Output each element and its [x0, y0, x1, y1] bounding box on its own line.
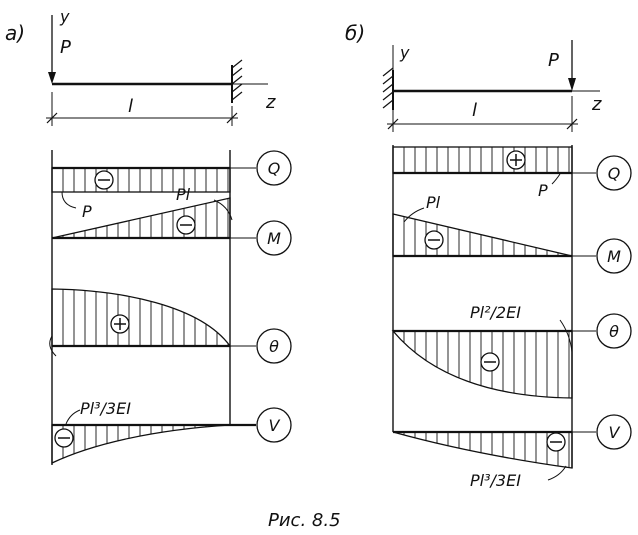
panel-b-axis-z: z: [591, 94, 602, 115]
panel-b-m-value: Pl: [426, 193, 441, 212]
panel-b-theta-value: Pl²/2EI: [470, 303, 521, 322]
panel-b-theta-badge: [596, 313, 632, 349]
panel-a-force-label: P: [60, 37, 71, 58]
panel-b-length-label: l: [472, 100, 477, 121]
panel-b-force-label: P: [548, 50, 559, 71]
panel-a-v-name: V: [269, 416, 281, 435]
panel-b-v-badge: [596, 414, 632, 450]
panel-b: б) y z P l: [345, 21, 632, 490]
panel-b-q-name: Q: [608, 164, 621, 183]
panel-b-v-hatching: [403, 432, 570, 468]
panel-a-v-value: Pl³/3EI: [80, 399, 131, 418]
panel-b-q-value: P: [538, 181, 548, 200]
panel-a-q-badge: [256, 150, 292, 186]
panel-a-m-hatching: [62, 198, 229, 238]
panel-a-q-diagram: P Q: [51, 150, 292, 221]
panel-b-theta-diagram: Pl²/2EI θ: [391, 303, 632, 399]
panel-b-q-badge: [596, 155, 632, 191]
panel-a-label: а): [5, 21, 25, 45]
panel-a-v-hatching: [62, 425, 229, 459]
panel-a-v-badge: [256, 407, 292, 443]
panel-a-q-hatching: [62, 168, 229, 192]
panel-a-theta-diagram: θ: [49, 288, 292, 364]
panel-b-q-hatching: [403, 147, 570, 173]
panel-a-theta-badge: [256, 328, 292, 364]
panel-b-v-value: Pl³/3EI: [470, 471, 521, 490]
panel-a-axis-z: z: [265, 92, 276, 113]
panel-a-q-value: P: [82, 202, 92, 221]
panel-a-q-name: Q: [268, 159, 281, 178]
panel-a-force-arrowhead: [48, 72, 56, 84]
panel-a-m-badge: [256, 220, 292, 256]
panel-a-axis-y: y: [59, 7, 70, 26]
panel-b-q-diagram: P Q: [392, 146, 632, 200]
panel-a-theta-hatching: [62, 289, 229, 346]
panel-b-m-badge: [596, 238, 632, 274]
panel-a: а) y P z l: [5, 7, 292, 465]
panel-b-theta-hatching: [403, 331, 570, 398]
panel-b-force-arrowhead: [568, 78, 576, 91]
panel-b-v-diagram: Pl³/3EI V: [392, 414, 632, 490]
panel-a-support-hatch: [231, 59, 243, 101]
panel-a-m-value: Pl: [176, 185, 191, 204]
panel-b-v-name: V: [609, 423, 621, 442]
panel-a-length-label: l: [128, 96, 133, 117]
panel-b-m-diagram: Pl M: [392, 193, 632, 274]
figure-caption: Рис. 8.5: [268, 510, 341, 531]
panel-b-support-hatch: [382, 67, 394, 109]
panel-a-theta-name: θ: [269, 337, 279, 356]
panel-b-axis-y: y: [399, 43, 410, 62]
panel-b-theta-name: θ: [609, 322, 619, 341]
panel-b-label: б): [345, 21, 365, 45]
panel-b-m-name: M: [607, 247, 621, 266]
panel-a-m-name: M: [267, 229, 281, 248]
panel-a-v-diagram: Pl³/3EI V: [51, 399, 292, 465]
panel-a-m-diagram: Pl M: [51, 185, 292, 256]
